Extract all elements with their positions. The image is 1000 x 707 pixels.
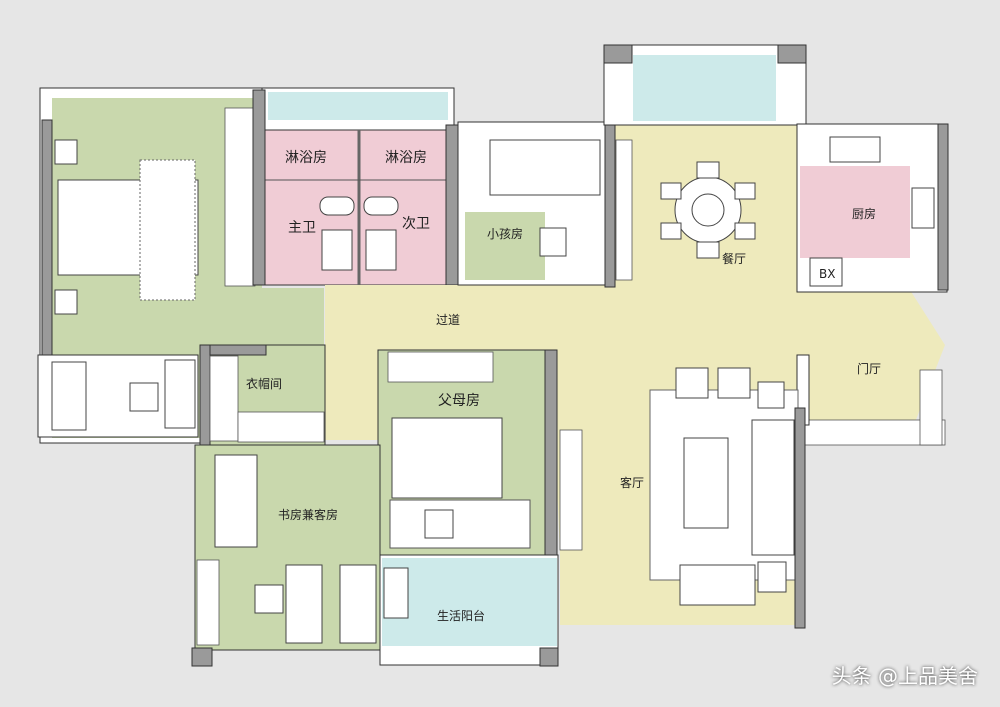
chair [539,227,567,257]
sink [365,229,397,271]
chair [424,509,454,539]
rug [139,159,196,301]
toilet [319,196,355,216]
chair [696,241,720,259]
stove [911,187,935,229]
label-fridge: BX [819,267,835,281]
fridge [809,257,843,287]
sink [321,229,353,271]
label-living: 客厅 [620,475,644,490]
toilet [363,196,399,216]
kitchen-sink [829,136,881,163]
label-master-bath: 主卫 [288,220,316,236]
kids-bed [489,139,601,196]
label-foyer: 门厅 [857,361,881,376]
bed [391,417,503,499]
label-corridor: 过道 [436,313,460,327]
desk [164,359,196,429]
nightstand [54,139,78,165]
label-shower-left: 淋浴房 [285,150,327,166]
label-dining: 餐厅 [722,251,746,266]
label-utility-balcony: 生活阳台 [437,608,485,623]
label-second-bath: 次卫 [402,216,430,232]
chair [129,382,159,412]
sofa [339,564,377,644]
sofa [751,419,795,556]
label-study: 书房兼客房 [278,507,338,522]
label-cloakroom: 衣帽间 [246,376,282,391]
chair [254,584,284,614]
label-parents-room: 父母房 [438,393,480,409]
label-kids-room: 小孩房 [487,226,523,241]
sofa-chair [51,361,87,431]
bath-balcony [268,92,448,120]
chair [696,161,720,179]
label-kitchen: 厨房 [852,206,876,221]
laundry-sink [383,567,409,619]
utility-balcony [382,558,557,646]
coffee-table [683,437,729,529]
wall [41,119,53,356]
sofa-bed [214,454,258,548]
label-shower-right: 淋浴房 [385,150,427,166]
tv-cabinet [559,429,583,551]
nightstand [54,289,78,315]
desk [285,564,323,644]
top-balcony [633,55,776,121]
wardrobe [224,107,256,287]
armchair [679,564,756,606]
watermark: 头条 @上品美舍 [831,664,978,688]
